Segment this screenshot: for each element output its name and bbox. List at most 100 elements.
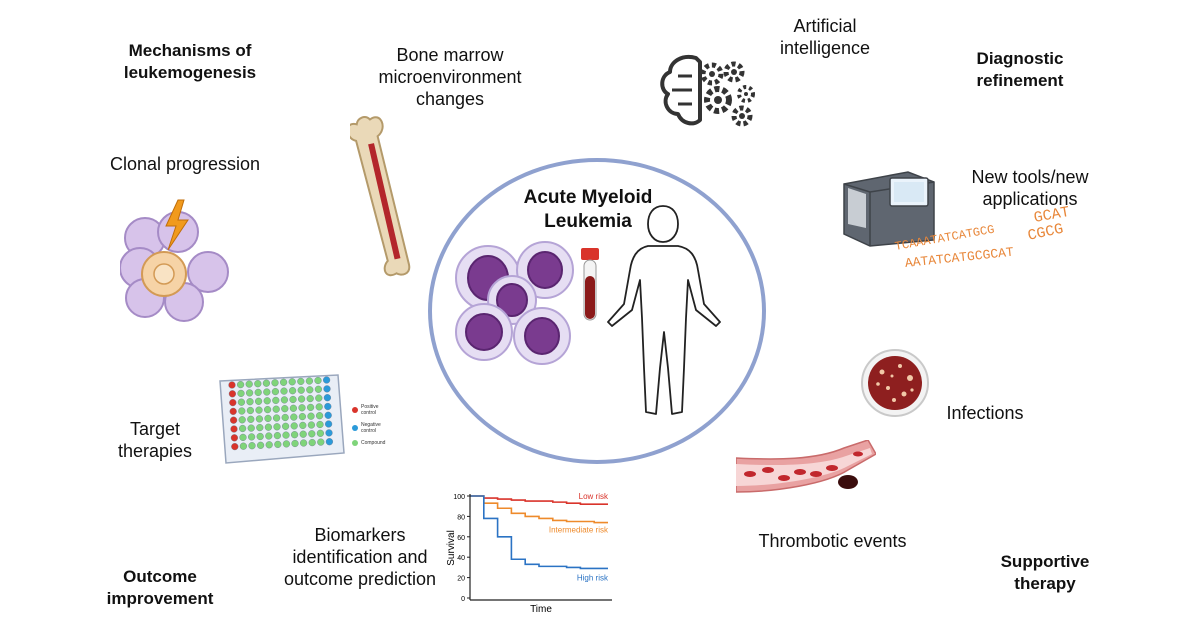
- series-label: Intermediate risk: [549, 526, 609, 535]
- plate-well: [322, 376, 331, 384]
- plate-well: [228, 381, 236, 389]
- plate-well: [314, 385, 323, 393]
- plate-well: [230, 425, 238, 433]
- plate-well: [229, 399, 237, 407]
- plate-well: [256, 441, 265, 449]
- plate-well: [256, 423, 264, 432]
- center-title-line: Acute Myeloid: [523, 187, 653, 208]
- target-therapies-label: Target therapies: [105, 418, 205, 462]
- category-mechanisms-heading: Mechanisms of leukemogenesis: [100, 40, 280, 84]
- infections-label: Infections: [946, 403, 1024, 423]
- plate-well: [282, 431, 290, 439]
- heading-line: Outcome: [123, 567, 197, 586]
- plate-well: [246, 398, 254, 406]
- plate-well: [298, 404, 306, 412]
- series-label: Low risk: [579, 492, 609, 501]
- plate-well: [280, 387, 288, 395]
- bone-marrow-icon: [350, 116, 411, 277]
- plate-well: [316, 420, 324, 429]
- thrombotic-events-label: Thrombotic events: [758, 531, 907, 551]
- plate-well: [247, 424, 255, 432]
- series-label: High risk: [577, 573, 609, 582]
- plate-well: [281, 413, 289, 422]
- bone-marrow-label: Bone marrow microenvironment changes: [360, 44, 540, 110]
- gear-icon: [723, 61, 745, 83]
- plate-well: [291, 439, 299, 448]
- label-line: microenvironment: [378, 67, 522, 87]
- plate-well: [289, 395, 297, 404]
- plate-well: [271, 379, 279, 387]
- plate-well: [255, 415, 264, 423]
- plate-well: [246, 406, 255, 415]
- biomarkers-label: Biomarkers identification and outcome pr…: [265, 524, 455, 590]
- plate-well: [290, 413, 298, 421]
- plate-well: [324, 420, 333, 428]
- label-line: Artificial: [793, 16, 857, 36]
- ai-brain-gears-icon: [660, 55, 755, 127]
- label-line: intelligence: [779, 38, 871, 58]
- plate-well: [288, 378, 296, 386]
- clonal-progression-label: Clonal progression: [109, 154, 261, 174]
- dna-sequence-text: CGCG: [1026, 220, 1065, 245]
- plate-well: [307, 421, 316, 429]
- gear-icon: [731, 105, 753, 127]
- plate-well: [237, 389, 245, 398]
- plate-well: [299, 430, 307, 438]
- x-axis-label: Time: [530, 604, 552, 615]
- plate-well: [265, 432, 273, 440]
- plate-well: [265, 441, 273, 449]
- plate-well: [299, 421, 307, 430]
- label-line: identification and: [292, 547, 428, 567]
- plate-well: [247, 415, 255, 423]
- plate-well: [229, 407, 237, 416]
- plate-well: [307, 412, 315, 420]
- plate-well: [228, 390, 237, 398]
- plate-well: [239, 433, 247, 442]
- heading-line: Diagnostic: [976, 49, 1064, 68]
- leukemia-cell: [455, 303, 513, 361]
- well-plate-icon: [219, 374, 345, 464]
- plate-well: [273, 431, 282, 440]
- center-title-line: Leukemia: [544, 211, 632, 232]
- plate-well: [231, 442, 239, 451]
- plate-well: [255, 406, 263, 414]
- label-line: New tools/new: [971, 167, 1089, 187]
- y-tick-label: 20: [457, 576, 465, 583]
- label-line: outcome prediction: [283, 569, 437, 589]
- plate-well: [315, 412, 324, 420]
- survival-series-line: [470, 495, 608, 505]
- plate-well: [254, 388, 262, 397]
- plate-well: [263, 388, 271, 396]
- plate-well: [290, 422, 298, 430]
- y-tick-label: 40: [457, 555, 465, 562]
- plate-well: [238, 407, 246, 415]
- plate-well: [279, 378, 288, 386]
- y-tick-label: 80: [457, 514, 465, 521]
- gear-icon: [704, 86, 732, 114]
- heading-line: therapy: [1014, 574, 1076, 593]
- plate-well: [325, 438, 334, 446]
- gear-icon: [737, 85, 755, 103]
- plate-well: [239, 424, 247, 433]
- plate-well: [262, 379, 271, 387]
- plate-well: [237, 381, 245, 389]
- label-line: Bone marrow: [396, 45, 504, 65]
- plate-well: [273, 423, 281, 431]
- y-axis-label: Survival: [446, 530, 457, 566]
- plate-well: [288, 387, 297, 395]
- plate-well: [316, 429, 325, 437]
- plate-well: [264, 414, 272, 423]
- legend-text: control: [361, 428, 377, 434]
- human-body-icon: [607, 205, 721, 415]
- plate-well: [281, 422, 290, 430]
- compound-swatch: [352, 440, 358, 446]
- category-outcome-heading: Outcome improvement: [90, 566, 230, 610]
- sequencer-machine-icon: [843, 171, 935, 247]
- label-line: Biomarkers: [314, 525, 406, 545]
- legend-compound: Compound: [352, 440, 412, 446]
- legend-text: Negative: [361, 422, 381, 428]
- plate-well: [237, 398, 246, 406]
- leukemia-cells-illustration: [455, 241, 574, 365]
- plate-well: [290, 431, 299, 439]
